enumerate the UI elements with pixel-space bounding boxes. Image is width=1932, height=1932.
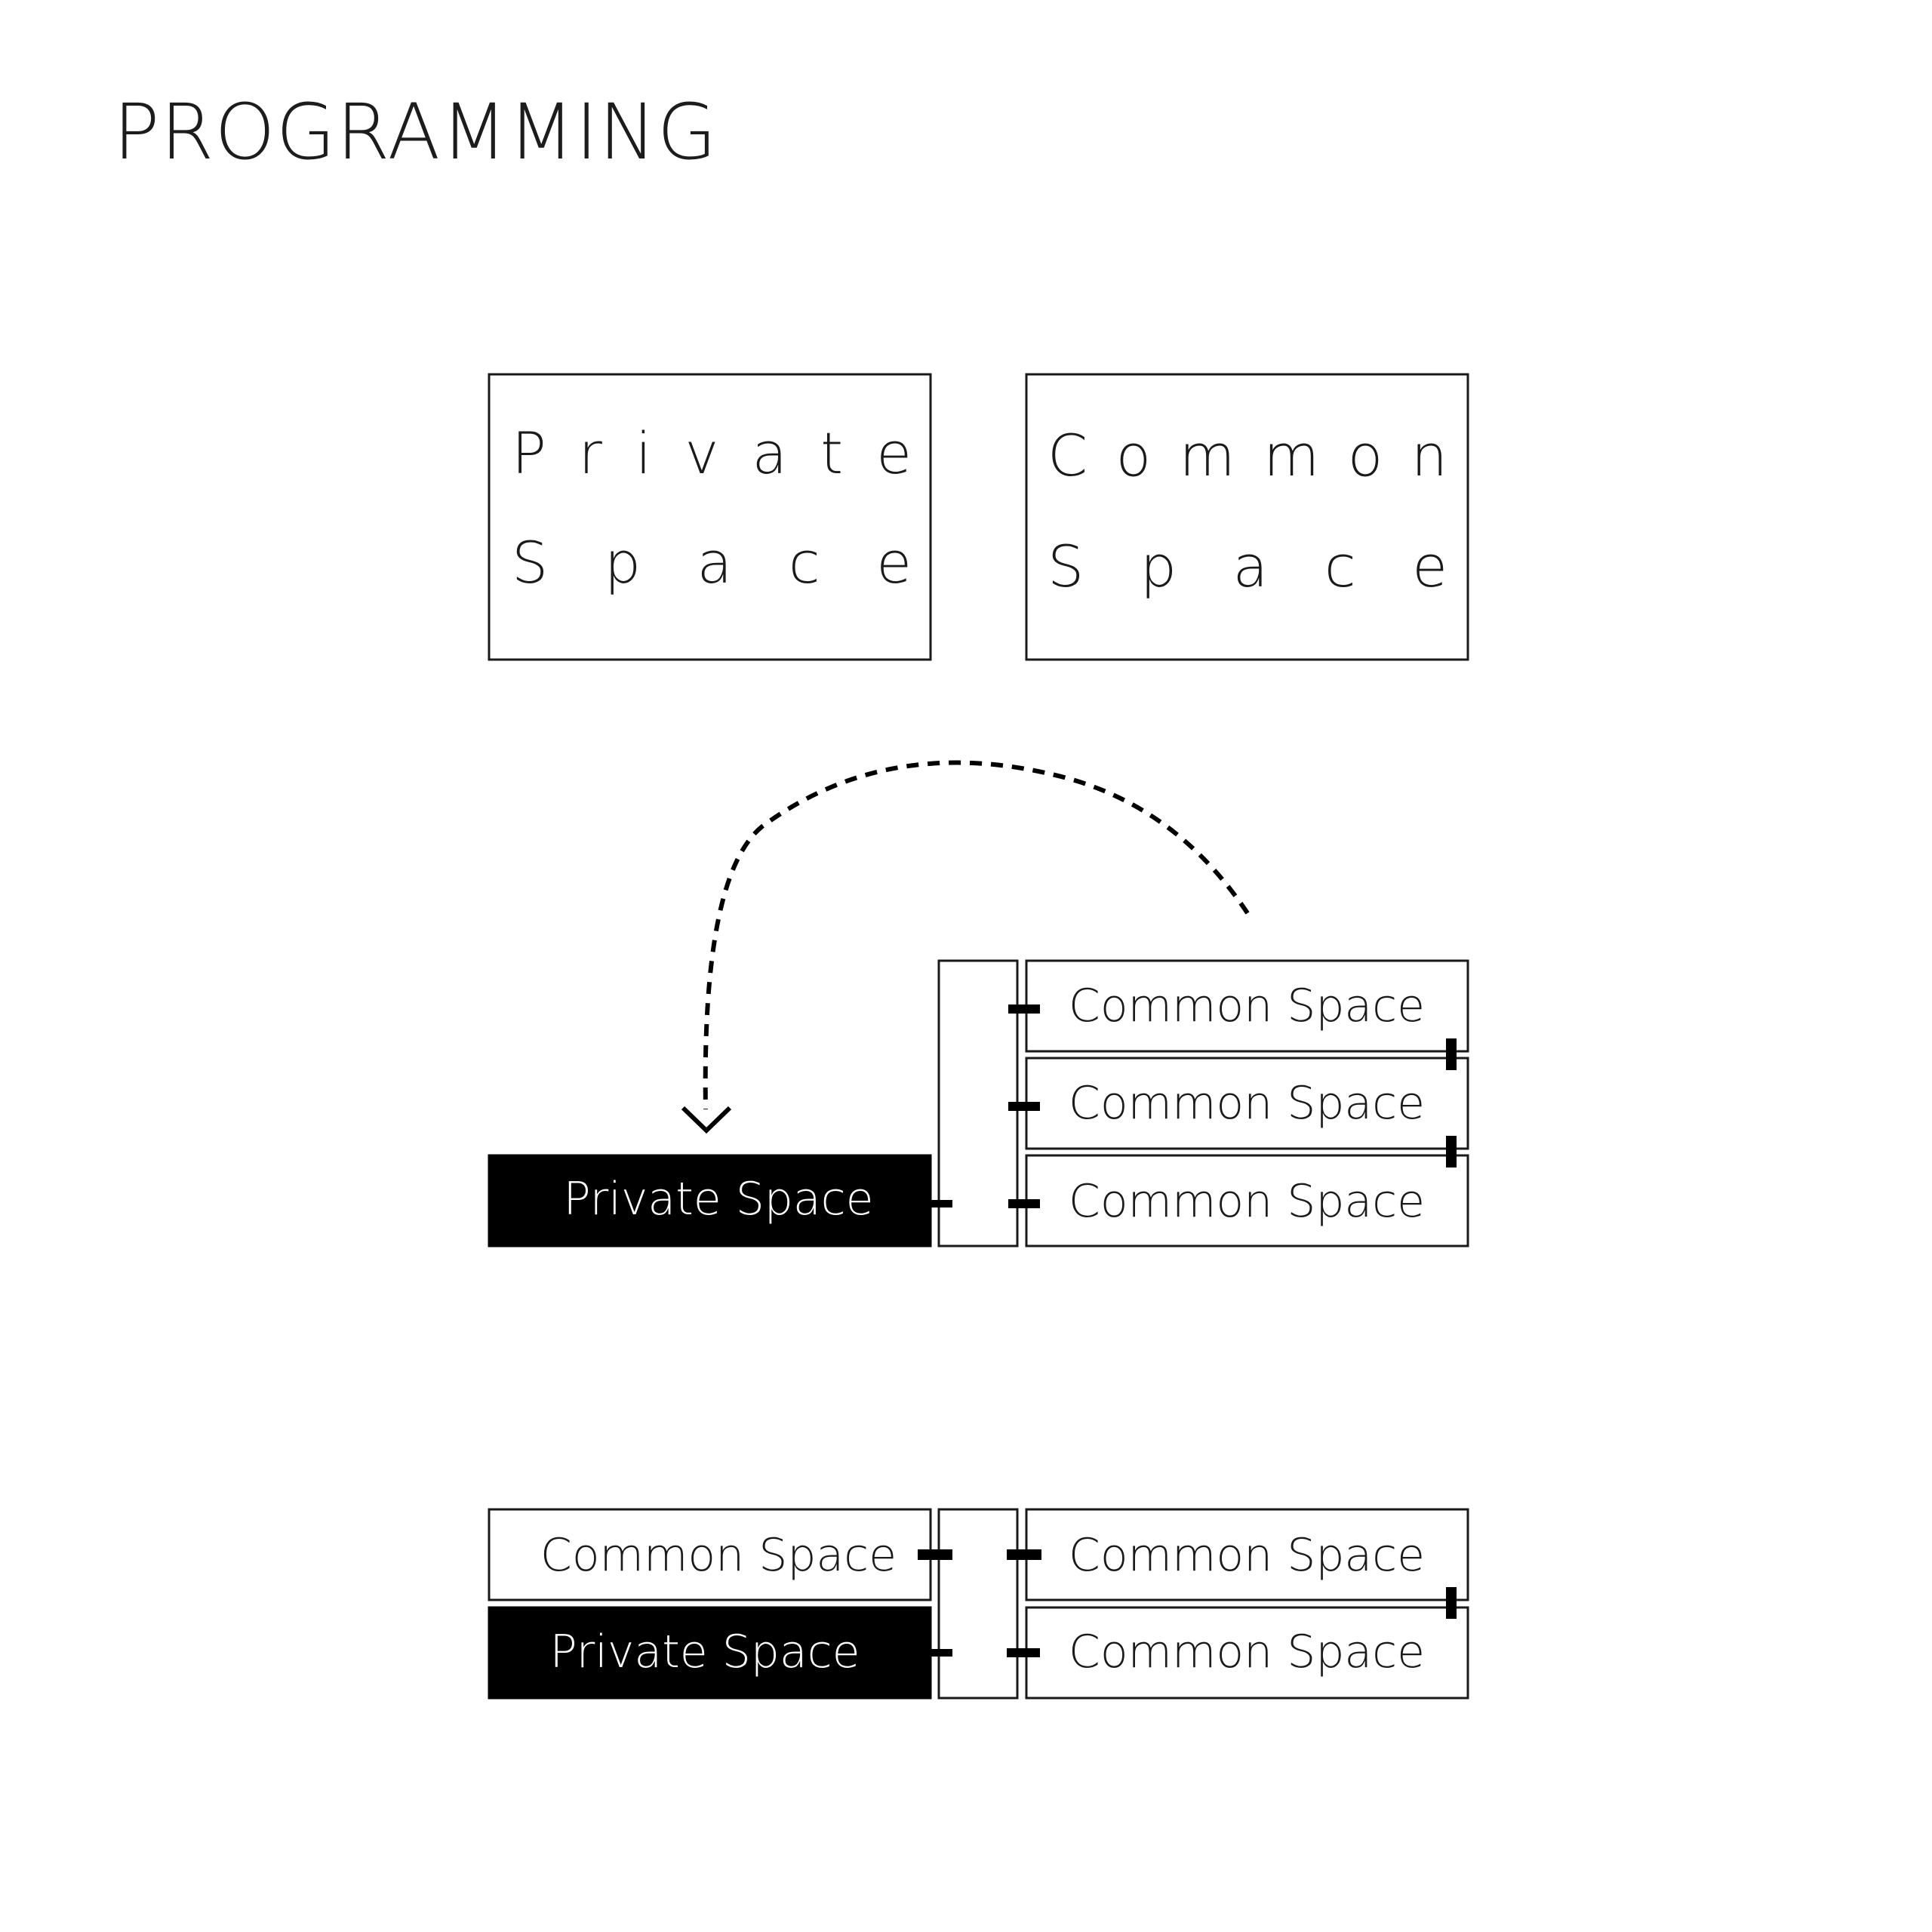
common-space-block-2 xyxy=(1025,1057,1469,1150)
private-space-block-2-label: Private Space xyxy=(549,1626,860,1678)
door-marker xyxy=(1007,1648,1040,1657)
move-arrow-curve xyxy=(703,760,1250,1110)
private-space-block-label: Private Space xyxy=(563,1173,873,1226)
door-marker xyxy=(1446,1587,1457,1619)
common-space-block-3 xyxy=(1025,1154,1469,1247)
common-space-block-2-label: Common Space xyxy=(1069,1077,1425,1130)
arrangement-1: Private Space Common Space Common Space … xyxy=(488,760,1469,1247)
door-marker xyxy=(930,1649,952,1657)
concept-group: Private Space Common Space xyxy=(488,373,1469,661)
private-space-block xyxy=(488,1154,932,1247)
right-common-space-block-1-label: Common Space xyxy=(1069,1529,1425,1582)
left-common-space-label: Common Space xyxy=(540,1529,897,1582)
door-marker xyxy=(930,1200,952,1208)
door-marker xyxy=(1008,1004,1040,1014)
common-space-block-3-label: Common Space xyxy=(1069,1175,1425,1228)
private-space-block-2 xyxy=(488,1606,932,1700)
right-common-space-block-1 xyxy=(1025,1508,1469,1601)
common-space-block-1 xyxy=(1025,959,1469,1053)
private-space-box xyxy=(488,373,932,661)
right-common-space-block-2 xyxy=(1025,1606,1469,1700)
common-space-block-1-label: Common Space xyxy=(1069,980,1425,1032)
door-marker xyxy=(918,1549,952,1560)
door-marker xyxy=(1446,1136,1457,1168)
common-space-box xyxy=(1025,373,1469,661)
door-marker xyxy=(1008,1199,1040,1208)
door-marker xyxy=(1446,1038,1457,1070)
page-title: PROGRAMMING xyxy=(113,88,718,177)
corridor-2 xyxy=(937,1508,1019,1700)
right-common-space-block-2-label: Common Space xyxy=(1069,1626,1425,1678)
arrow-head-icon xyxy=(681,1106,732,1134)
door-marker xyxy=(1007,1549,1041,1560)
corridor xyxy=(937,959,1019,1247)
door-marker xyxy=(1008,1102,1040,1111)
arrangement-2: Common Space Private Space Common Space … xyxy=(488,1508,1469,1700)
